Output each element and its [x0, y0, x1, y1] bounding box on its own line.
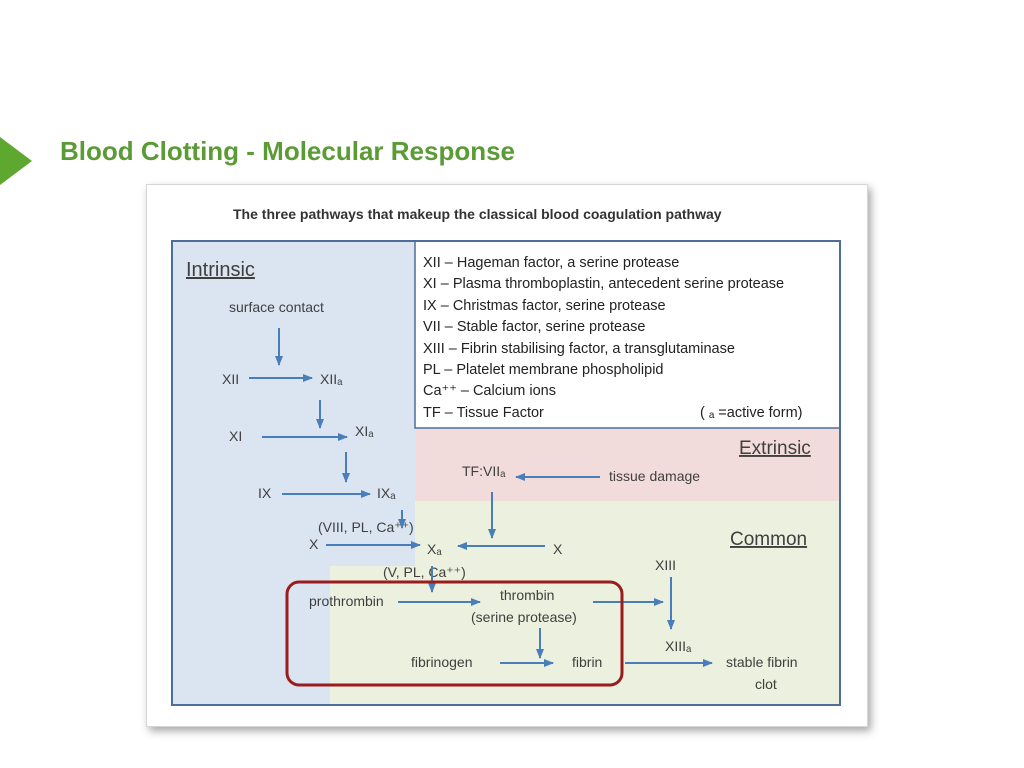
- node-tissue-damage: tissue damage: [609, 468, 700, 484]
- slide-bullet-arrow-icon: [0, 137, 32, 185]
- pathway-arrows: [249, 328, 713, 667]
- legend-line-xi: XI – Plasma thromboplastin, antecedent s…: [423, 276, 784, 292]
- node-xiii: XIII: [655, 557, 676, 573]
- node-xa: Xₐ: [427, 541, 442, 557]
- figure-heading: The three pathways that makeup the class…: [233, 206, 722, 222]
- extrinsic-region: [415, 428, 840, 501]
- legend-line-pl: PL – Platelet membrane phospholipid: [423, 362, 663, 378]
- node-ixa: IXₐ: [377, 485, 396, 501]
- node-tf-viia: TF:VIIₐ: [462, 463, 506, 479]
- node-xi: XI: [229, 428, 242, 444]
- node-fibrin: fibrin: [572, 654, 602, 670]
- node-xiia: XIIₐ: [320, 371, 343, 387]
- node-cofactor-prothrombinase: (V, PL, Ca⁺⁺): [383, 564, 466, 580]
- node-xii: XII: [222, 371, 239, 387]
- legend-box: [414, 240, 841, 429]
- node-prothrombin: prothrombin: [309, 593, 384, 609]
- node-xia: XIₐ: [355, 423, 374, 439]
- intrinsic-title: Intrinsic: [186, 259, 255, 281]
- common-region-bottom: [330, 566, 415, 705]
- extrinsic-title: Extrinsic: [739, 438, 811, 459]
- node-thrombin: thrombin: [500, 587, 554, 603]
- node-cofactor-tenase: (VIII, PL, Ca⁺⁺): [318, 519, 414, 535]
- node-ix: IX: [258, 485, 272, 501]
- node-fibrinogen: fibrinogen: [411, 654, 473, 670]
- node-stable-clot-line2: clot: [755, 676, 777, 692]
- diagram-border: [171, 240, 841, 706]
- node-x-right: X: [553, 541, 563, 557]
- legend-note: ( ₐ =active form): [700, 405, 802, 421]
- node-thrombin-note: (serine protease): [471, 609, 577, 625]
- slide-title: Blood Clotting - Molecular Response: [60, 136, 516, 166]
- node-stable-clot-line1: stable fibrin: [726, 654, 798, 670]
- legend-line-ix: IX – Christmas factor, serine protease: [423, 298, 666, 314]
- legend-line-xii: XII – Hageman factor, a serine protease: [423, 255, 679, 271]
- node-xiiia: XIIIₐ: [665, 638, 692, 654]
- common-title: Common: [730, 529, 807, 550]
- node-x-left: X: [309, 536, 319, 552]
- legend-line-vii: VII – Stable factor, serine protease: [423, 319, 645, 335]
- legend-line-ca: Ca⁺⁺ – Calcium ions: [423, 383, 556, 399]
- node-surface-contact: surface contact: [229, 299, 324, 315]
- legend-line-xiii: XIII – Fibrin stabilising factor, a tran…: [423, 341, 735, 357]
- legend-line-tf: TF – Tissue Factor: [423, 405, 544, 421]
- highlight-box: [285, 580, 624, 687]
